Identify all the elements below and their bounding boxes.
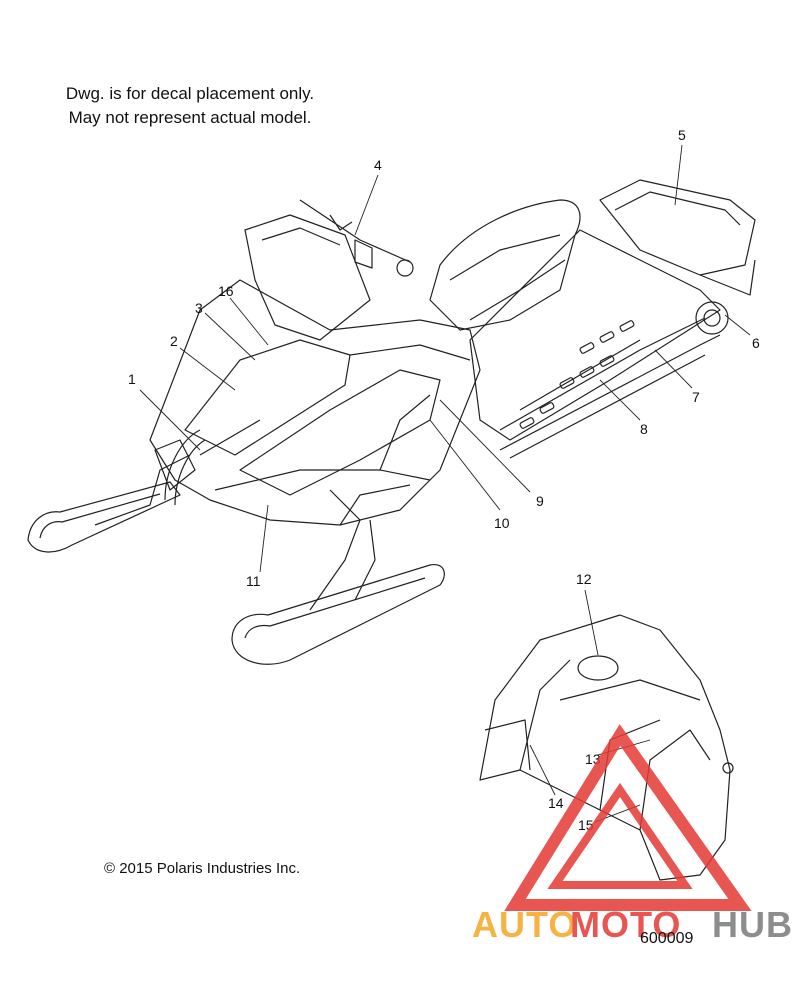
callout-6: 6	[752, 335, 760, 351]
nose-panel	[479, 614, 734, 881]
watermark-text-moto: MOTO	[570, 904, 681, 945]
copyright-notice: © 2015 Polaris Industries Inc.	[104, 860, 301, 877]
note-line-1: Dwg. is for decal placement only.	[65, 84, 315, 103]
callout-7: 7	[692, 389, 700, 405]
drawing-note: Dwg. is for decal placement only. May no…	[40, 82, 340, 130]
callout-4: 4	[374, 157, 382, 173]
callouts: 1 2 3 4 5 6 7 8 9 10 11 12 13 14 15 16	[128, 127, 760, 833]
callout-16: 16	[218, 283, 234, 299]
callout-12: 12	[576, 571, 592, 587]
tunnel	[469, 229, 721, 441]
watermark-text-auto: AUTO	[472, 904, 577, 945]
callout-8: 8	[640, 421, 648, 437]
seat	[429, 199, 581, 331]
callout-9: 9	[536, 493, 544, 509]
front-bumper	[154, 429, 206, 506]
left-ski	[27, 454, 191, 553]
note-line-2: May not represent actual model.	[68, 108, 312, 127]
hood-body	[149, 279, 481, 526]
drawing-number: 600009	[640, 930, 694, 947]
windshield	[244, 214, 371, 341]
callout-3: 3	[195, 300, 203, 316]
callout-11: 11	[246, 573, 261, 589]
callout-10: 10	[494, 515, 510, 531]
watermark-triangle-icon	[504, 724, 752, 911]
handlebars	[299, 199, 414, 277]
right-ski	[231, 489, 445, 665]
rear-rack	[599, 179, 756, 296]
callout-14: 14	[548, 795, 564, 811]
callout-1: 1	[128, 371, 136, 387]
track	[499, 301, 729, 459]
running-board-holes	[519, 320, 635, 429]
watermark-text-hub: HUB	[712, 904, 793, 945]
callout-2: 2	[170, 333, 178, 349]
automotohub-watermark: AUTO MOTO HUB	[472, 724, 793, 945]
callout-5: 5	[678, 127, 686, 143]
